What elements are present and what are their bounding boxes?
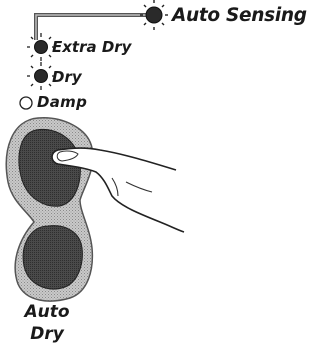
connector-line xyxy=(36,15,150,40)
extra-dry-light-icon xyxy=(27,33,55,61)
extra-dry-label: Extra Dry xyxy=(52,40,131,55)
auto-sensing-label: Auto Sensing xyxy=(172,7,307,26)
dry-label: Dry xyxy=(52,70,82,85)
auto-dry-button-label-line1: Auto xyxy=(22,304,72,321)
auto-dry-button-lower-face xyxy=(23,226,82,289)
dry-light-icon xyxy=(27,62,55,90)
auto-dry-button-label-line2: Dry xyxy=(22,326,72,343)
damp-light-icon xyxy=(20,97,32,109)
damp-label: Damp xyxy=(37,95,87,110)
